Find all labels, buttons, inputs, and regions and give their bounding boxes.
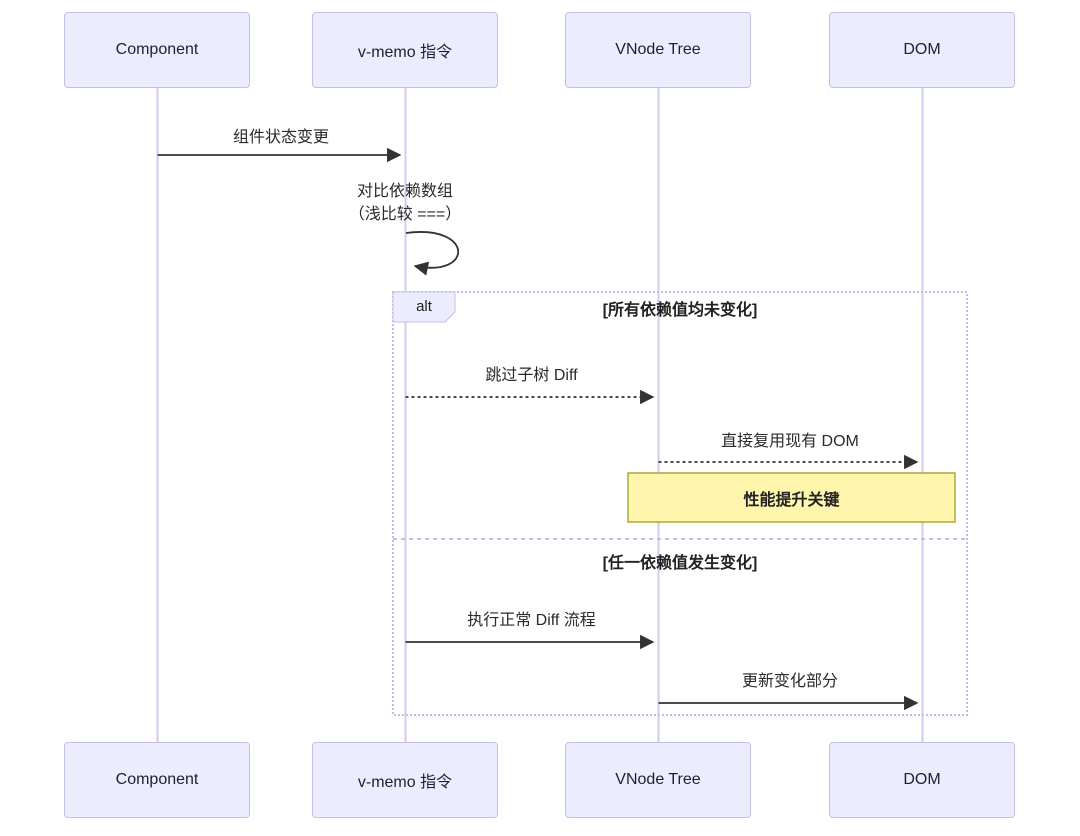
message-compare-deps-line1: 对比依赖数组 (356, 183, 453, 200)
alt-condition-changed: [任一依赖值发生变化] (602, 555, 758, 572)
message-skip-subtree-diff-label: 跳过子树 Diff (485, 367, 578, 384)
alt-condition-unchanged: [所有依赖值均未变化] (602, 302, 758, 319)
participant-component-bottom: Component (64, 742, 250, 818)
participant-label: VNode Tree (615, 41, 701, 58)
arrow-self-compare-loop (405, 231, 460, 276)
participant-label: VNode Tree (615, 771, 701, 788)
participant-dom-bottom: DOM (829, 742, 1015, 818)
participant-label: v-memo 指令 (357, 774, 453, 791)
message-compare-deps-label: 对比依赖数组 （浅比较 ===） (300, 180, 510, 226)
participant-component-top: Component (64, 12, 250, 88)
alt-operator-label: alt (416, 298, 432, 315)
participant-label: v-memo 指令 (357, 44, 453, 61)
message-state-change-label: 组件状态变更 (232, 129, 329, 146)
participant-label: Component (115, 771, 199, 788)
participant-label: DOM (903, 41, 941, 58)
participant-vnode-tree-top: VNode Tree (565, 12, 751, 88)
message-reuse-existing-dom-label: 直接复用现有 DOM (721, 433, 859, 450)
message-compare-deps-line2: （浅比较 ===） (348, 206, 462, 223)
message-run-normal-diff-label: 执行正常 Diff 流程 (467, 612, 596, 629)
participant-label: Component (115, 41, 199, 58)
participant-vmemo-bottom: v-memo 指令 (312, 742, 498, 818)
participant-vnode-tree-bottom: VNode Tree (565, 742, 751, 818)
participant-label: DOM (903, 771, 941, 788)
message-update-changed-parts-label: 更新变化部分 (741, 673, 838, 690)
note-label: 性能提升关键 (743, 491, 840, 509)
participant-dom-top: DOM (829, 12, 1015, 88)
participant-vmemo-top: v-memo 指令 (312, 12, 498, 88)
